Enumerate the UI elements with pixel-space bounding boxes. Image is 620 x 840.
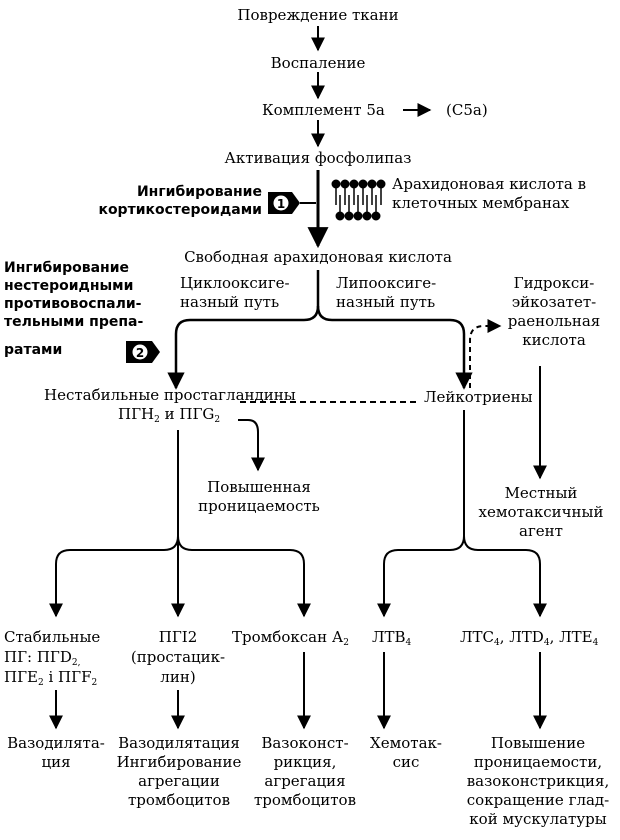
stable-pg-line3: ПГЕ2 і ПГF2 — [4, 668, 98, 688]
vasodilation-1-line2: ция — [41, 753, 71, 771]
vasoconstriction-line2: рикция, — [273, 753, 337, 771]
hete-line3: раенольная — [507, 312, 601, 330]
vasodilation-2-line1: Вазодилятация — [118, 734, 240, 752]
node-ltc4-ltd4-lte4: ЛТС4, ЛТD4, ЛТЕ4 — [460, 628, 599, 648]
node-thromboxane: Тромбоксан А2 — [232, 628, 349, 648]
badge-1-number: 1 — [277, 197, 285, 211]
unstable-prostaglandins-line1: Нестабильные простагландины — [44, 386, 296, 404]
final-effect-line3: вазоконстрикция, — [466, 772, 610, 790]
permeability-line2: проницаемость — [198, 497, 320, 515]
chemotaxis-line2: сис — [392, 753, 420, 771]
node-inflammation: Воспаление — [270, 54, 366, 72]
cox-pathway-line2: назный путь — [180, 293, 280, 311]
cox-pathway-line1: Циклооксиге- — [180, 274, 290, 292]
hete-line1: Гидрокси- — [513, 274, 595, 292]
nsaid-inhibition-line3: противовоспали- — [4, 296, 142, 312]
final-effect-line4: сокращение глад- — [466, 791, 610, 809]
final-effect-line5: кой мускулатуры — [469, 810, 607, 828]
vasodilation-2-line3: агрегации — [138, 772, 220, 790]
vasoconstriction-line4: тромбоцитов — [253, 791, 357, 809]
badge-1-icon: 1 — [268, 192, 316, 214]
nsaid-inhibition-line1: Ингибирование — [4, 260, 130, 276]
vasodilation-2-line2: Ингибирование — [116, 753, 242, 771]
node-c5a: (С5а) — [446, 101, 488, 119]
split-left-curve — [167, 270, 320, 390]
node-phospholipase-activation: Активация фосфолипаз — [224, 149, 412, 167]
dashed-to-hete — [469, 319, 502, 388]
vasoconstriction-line3: агрегация — [264, 772, 346, 790]
branch-thromboxane — [177, 535, 311, 618]
lox-pathway-line2: назный путь — [336, 293, 436, 311]
branch-ltb4 — [377, 535, 465, 618]
stable-pg-line2: ПГ: ПГD2, — [4, 648, 81, 668]
vasodilation-2-line4: тромбоцитов — [127, 791, 231, 809]
pgi2-line2: (простацик- — [130, 648, 226, 666]
chemotaxis-line1: Хемотак- — [370, 734, 442, 752]
final-effect-line1: Повышение — [490, 734, 586, 752]
chemotactic-agent-line2: хемотаксичный — [478, 503, 604, 521]
pgi2-line3: лин) — [160, 668, 196, 686]
unstable-prostaglandins-line2: ПГН2 и ПГG2 — [118, 405, 221, 425]
corticosteroid-inhibition-line2: кортикостероидами — [98, 202, 262, 218]
permeability-line1: Повышенная — [207, 478, 311, 496]
node-tissue-damage: Повреждение ткани — [237, 6, 399, 24]
vasodilation-1-line1: Вазодилята- — [7, 734, 105, 752]
membrane-label-line1: Арахидоновая кислота в — [392, 175, 587, 193]
cell-membrane-icon — [331, 179, 386, 221]
final-effect-line2: проницаемости, — [473, 753, 603, 771]
membrane-label-line2: клеточных мембранах — [392, 194, 570, 212]
pgi2-line1: ПГІ2 — [158, 628, 198, 646]
chemotactic-agent-line3: агент — [519, 522, 563, 540]
node-ltb4: ЛТВ4 — [372, 628, 412, 648]
nsaid-inhibition-line4: тельными препа- — [4, 314, 144, 330]
chemotactic-agent-line1: Местный — [504, 484, 578, 502]
branch-stable-pg — [49, 535, 179, 618]
badge-2-number: 2 — [136, 346, 144, 360]
hete-line2: эйкозатет- — [511, 293, 597, 311]
vasoconstriction-line1: Вазоконст- — [261, 734, 349, 752]
node-leukotrienes: Лейкотриены — [424, 388, 533, 406]
nsaid-inhibition-line2: нестероидными — [4, 278, 134, 294]
stable-pg-line1: Стабильные — [4, 628, 101, 646]
split-right-curve — [316, 305, 473, 390]
node-complement-5a: Комплемент 5а — [262, 101, 385, 119]
badge-2-icon: 2 — [126, 341, 160, 363]
arrow-pg-to-permeability — [238, 419, 265, 472]
lox-pathway-line1: Липооксиге- — [336, 274, 437, 292]
corticosteroid-inhibition-line1: Ингибирование — [136, 184, 262, 200]
node-free-arachidonic-acid: Свободная арахидоновая кислота — [184, 248, 452, 266]
hete-line4: кислота — [522, 331, 586, 349]
branch-ltc4 — [463, 535, 547, 618]
nsaid-inhibition-line5: ратами — [4, 342, 63, 358]
